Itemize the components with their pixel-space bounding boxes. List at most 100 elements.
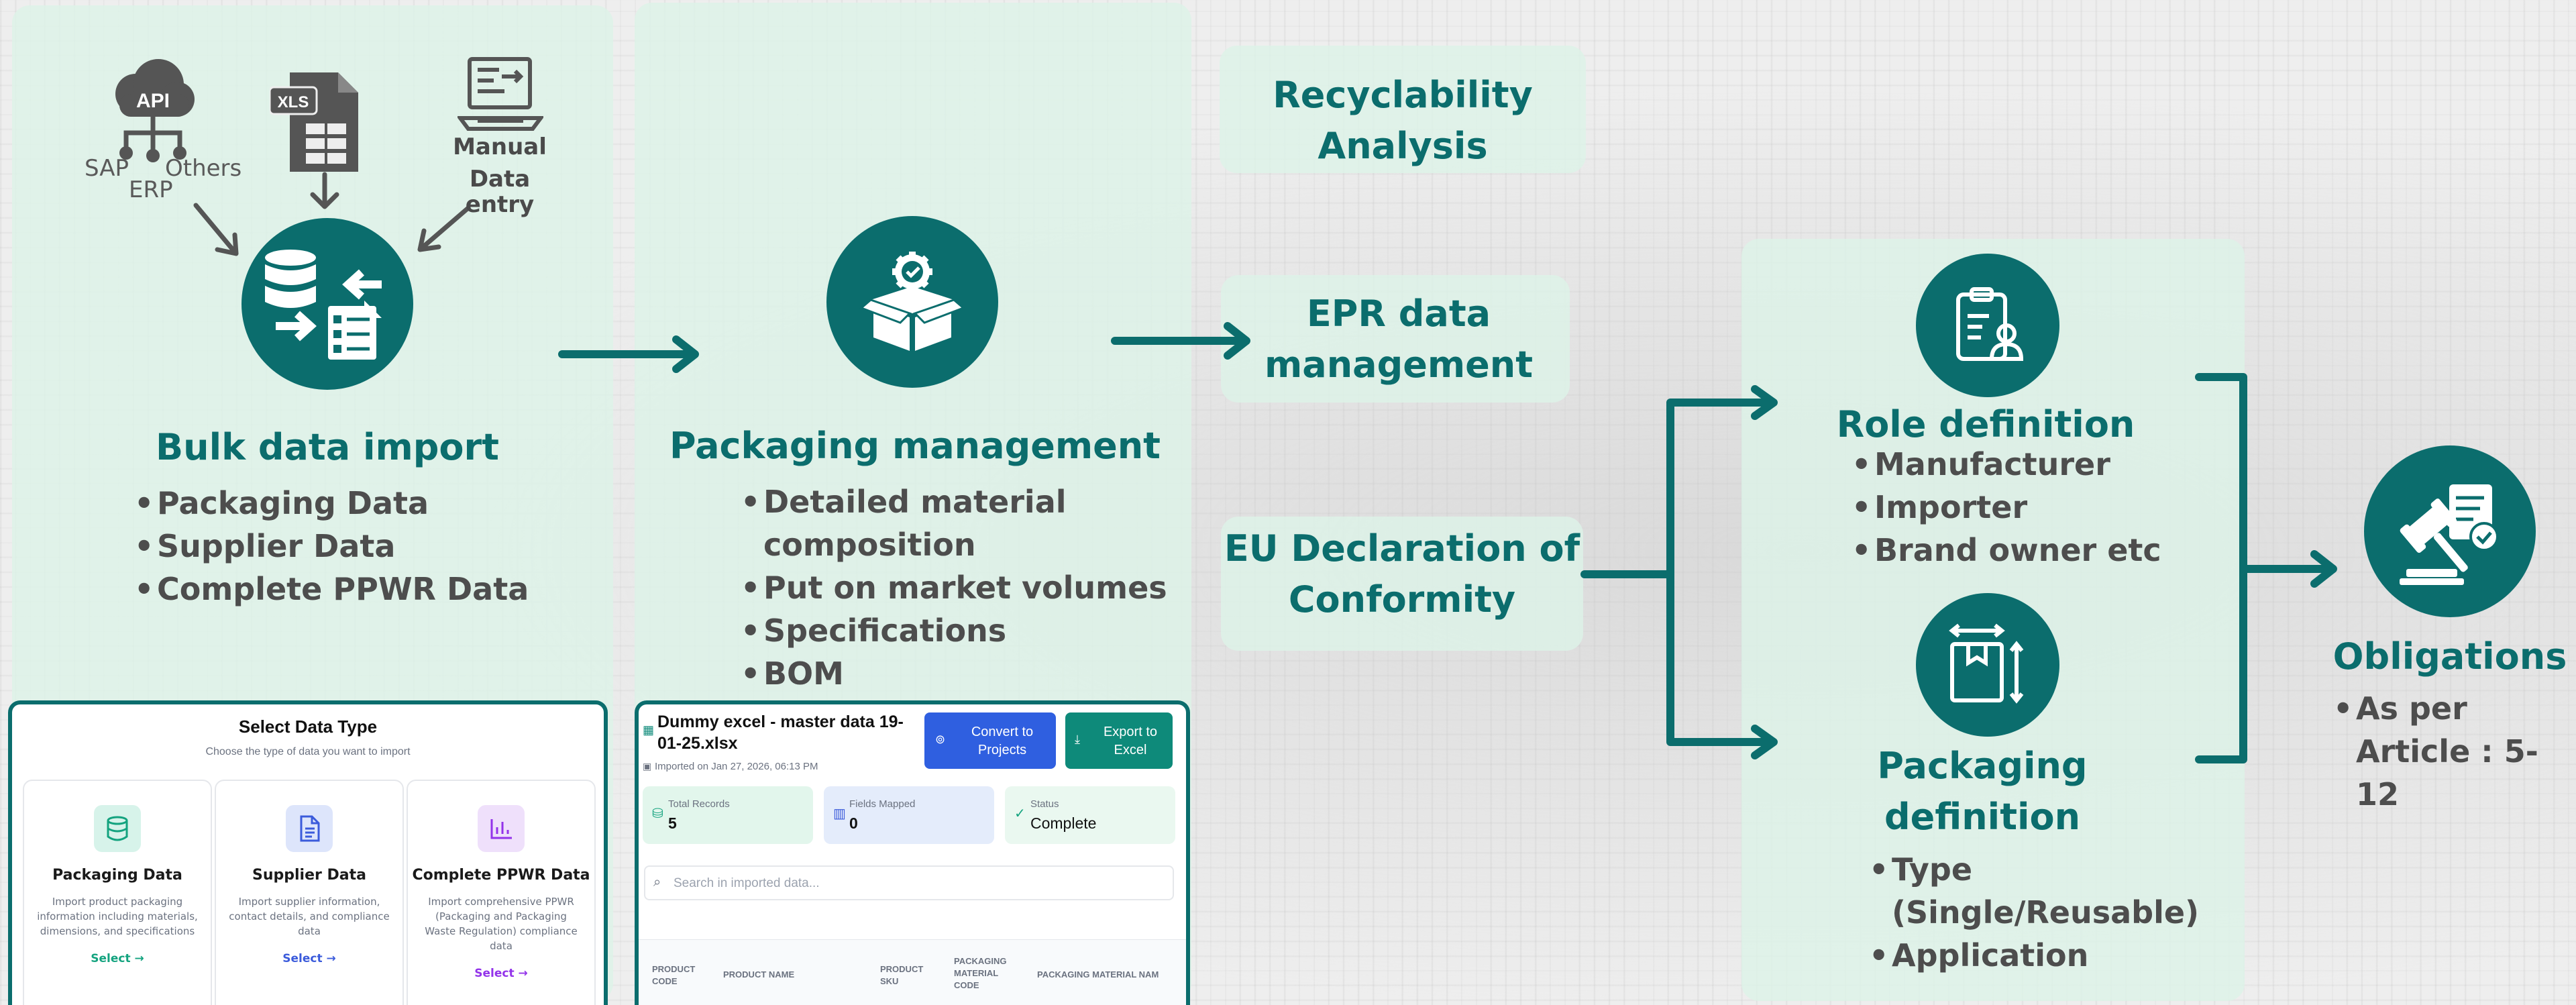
column-product-sku[interactable]: PRODUCT SKU bbox=[880, 964, 924, 986]
packaging-definition-line-2: definition bbox=[1884, 796, 2081, 838]
others-label: Others bbox=[165, 155, 242, 182]
select-link[interactable]: Select → bbox=[24, 952, 211, 965]
eu-declaration-panel bbox=[1221, 517, 1583, 651]
bar-chart-icon bbox=[478, 805, 525, 852]
manual-label-line-2: Data entry bbox=[465, 166, 535, 218]
export-label-1: Export to bbox=[1103, 725, 1158, 739]
arrow-to-obligations bbox=[2239, 550, 2337, 588]
option-description: Import supplier information, contact det… bbox=[229, 896, 390, 937]
check-circle-icon: ✓ bbox=[1014, 806, 1026, 821]
manual-label-line-1: Manual bbox=[453, 134, 547, 160]
database-icon bbox=[94, 805, 141, 852]
select-data-type-title: Select Data Type bbox=[238, 717, 378, 737]
column-packaging-material-code[interactable]: PACKAGING MATERIAL CODE bbox=[954, 956, 1007, 990]
stat-value: 0 bbox=[849, 814, 858, 832]
bracket-definitions bbox=[2195, 373, 2247, 763]
option-title: Supplier Data bbox=[252, 867, 366, 884]
manual-label: Manual Data entry bbox=[436, 134, 564, 217]
role-definition-bullets: Manufacturer Importer Brand owner etc bbox=[1851, 443, 2161, 572]
total-records-stat: ⛁ Total Records 5 bbox=[643, 786, 813, 844]
bullet-specifications: Specifications bbox=[741, 609, 1167, 652]
role-definition-circle bbox=[1916, 254, 2059, 397]
packaging-management-circle bbox=[826, 216, 998, 388]
stat-label: Fields Mapped bbox=[849, 798, 916, 810]
imported-data-card: ▦ Dummy excel - master data 19- 01-25.xl… bbox=[635, 700, 1190, 1005]
download-icon: ⤓ bbox=[1075, 733, 1080, 746]
column-packaging-material-name[interactable]: PACKAGING MATERIAL NAM bbox=[1037, 969, 1159, 980]
sap-label: SAP bbox=[85, 155, 129, 182]
column-product-code[interactable]: PRODUCT CODE bbox=[652, 964, 696, 986]
convert-to-projects-button[interactable]: ⊚ Convert to Projects bbox=[924, 712, 1056, 769]
export-to-excel-button[interactable]: ⤓ Export to Excel bbox=[1065, 712, 1173, 769]
epr-title: EPR data management bbox=[1221, 288, 1576, 390]
arrow-import-to-packaging bbox=[558, 335, 699, 373]
packaging-definition-title: Packaging definition bbox=[1805, 741, 2160, 843]
recyclability-title: Recyclability Analysis bbox=[1220, 70, 1586, 172]
bullet-packaging-data: Packaging Data bbox=[134, 482, 529, 525]
bullet-application: Application bbox=[1869, 934, 2199, 977]
table-header-row bbox=[639, 939, 1186, 1005]
arrow-manual-to-import bbox=[417, 205, 471, 252]
eu-declaration-title: EU Declaration of Conformity bbox=[1220, 523, 1585, 625]
bullet-type: Type bbox=[1869, 848, 2199, 891]
bullet-article: Article : 5-12 bbox=[2356, 733, 2538, 812]
bulk-import-circle bbox=[241, 218, 413, 390]
packaging-definition-bullets: Type (Single/Reusable) Application bbox=[1869, 848, 2199, 977]
export-label-2: Excel bbox=[1114, 743, 1147, 757]
database-icon: ⛁ bbox=[652, 806, 663, 821]
box-gear-icon bbox=[859, 252, 965, 351]
bulk-import-title: Bulk data import bbox=[156, 426, 499, 468]
file-name: Dummy excel - master data 19- 01-25.xlsx bbox=[657, 711, 926, 754]
status-stat: ✓ Status Complete bbox=[1005, 786, 1175, 844]
select-data-type-subtitle: Choose the type of data you want to impo… bbox=[205, 746, 411, 757]
stat-label: Status bbox=[1030, 798, 1059, 810]
eu-line-1: EU Declaration of bbox=[1224, 527, 1580, 570]
option-complete-ppwr-data[interactable]: Complete PPWR Data Import comprehensive … bbox=[407, 780, 596, 1005]
bullet-manufacturer: Manufacturer bbox=[1851, 443, 2161, 486]
stat-value: Complete bbox=[1030, 814, 1097, 832]
bullet-importer: Importer bbox=[1851, 486, 2161, 529]
option-title: Complete PPWR Data bbox=[412, 867, 590, 884]
packaging-management-bullets: Detailed material composition Put on mar… bbox=[741, 480, 1167, 695]
bullet-brand-owner: Brand owner etc bbox=[1851, 529, 2161, 572]
packaging-definition-line-1: Packaging bbox=[1877, 745, 2088, 787]
obligations-bullets: As per Article : 5-12 bbox=[2333, 687, 2576, 816]
select-data-type-card: Select Data Type Choose the type of data… bbox=[8, 700, 608, 1005]
bullet-market-volumes: Put on market volumes bbox=[741, 566, 1167, 609]
laptop-form-icon bbox=[456, 54, 545, 134]
convert-label-2: Projects bbox=[977, 743, 1027, 757]
stat-value: 5 bbox=[668, 814, 677, 832]
recyclability-line-1: Recyclability bbox=[1273, 74, 1533, 116]
xls-icon-text: XLS bbox=[278, 93, 309, 111]
box-dimensions-icon bbox=[1949, 623, 2024, 704]
bullet-supplier-data: Supplier Data bbox=[134, 525, 529, 568]
option-description: Import comprehensive PPWR (Packaging and… bbox=[425, 896, 578, 952]
arrow-xls-to-import bbox=[310, 172, 339, 209]
bullet-bom: BOM bbox=[741, 652, 1167, 695]
packaging-management-title: Packaging management bbox=[669, 425, 1161, 467]
option-supplier-data[interactable]: Supplier Data Import supplier informatio… bbox=[215, 780, 404, 1005]
file-name-line-2: 01-25.xlsx bbox=[657, 734, 738, 753]
select-link[interactable]: Select → bbox=[408, 967, 594, 980]
arrow-erp-to-import bbox=[193, 203, 239, 256]
gavel-certificate-icon bbox=[2400, 484, 2499, 585]
bulk-import-bullets: Packaging Data Supplier Data Complete PP… bbox=[134, 482, 529, 611]
arrow-right-icon: → bbox=[134, 952, 144, 965]
clipboard-user-icon bbox=[1956, 287, 2024, 361]
api-cloud-icon: API bbox=[106, 52, 196, 166]
erp-label: ERP bbox=[129, 176, 173, 203]
obligations-circle bbox=[2364, 445, 2536, 617]
recyclability-panel bbox=[1220, 46, 1586, 173]
bullet-type-cont: (Single/Reusable) bbox=[1892, 894, 2200, 931]
select-link-label: Select bbox=[282, 952, 323, 965]
packaging-definition-circle bbox=[1916, 593, 2059, 737]
arrow-packaging-to-epr bbox=[1111, 322, 1250, 360]
select-link[interactable]: Select → bbox=[216, 952, 402, 965]
option-packaging-data[interactable]: Packaging Data Import product packaging … bbox=[23, 780, 212, 1005]
column-product-name[interactable]: PRODUCT NAME bbox=[723, 969, 795, 980]
calendar-icon: ▣ bbox=[643, 761, 652, 772]
database-transfer-icon bbox=[265, 250, 382, 360]
search-icon: ⌕ bbox=[653, 875, 661, 890]
search-input[interactable]: ⌕ Search in imported data... bbox=[644, 865, 1174, 900]
